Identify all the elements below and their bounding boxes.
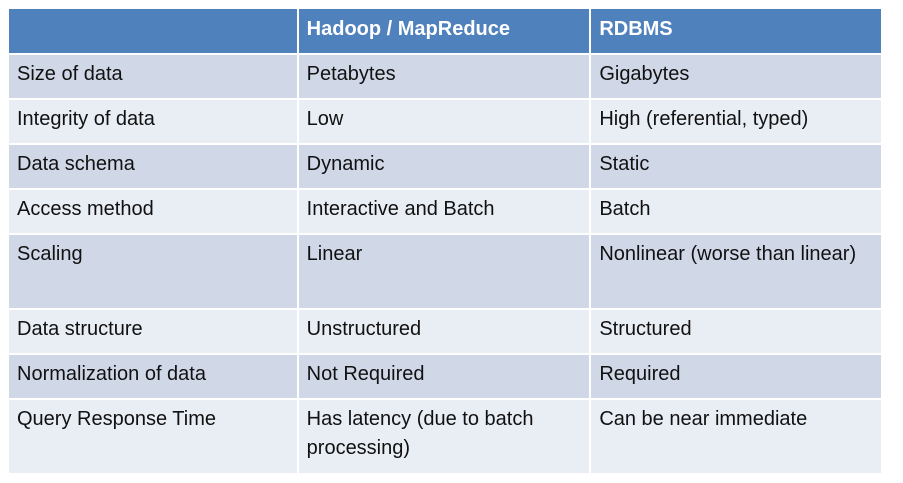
table-row: Access method Interactive and Batch Batc…: [9, 190, 881, 233]
table-row: Normalization of data Not Required Requi…: [9, 355, 881, 398]
hadoop-cell: Unstructured: [298, 310, 590, 353]
feature-cell: Scaling: [9, 235, 297, 308]
rdbms-cell: Can be near immediate: [591, 400, 881, 473]
feature-cell: Access method: [9, 190, 297, 233]
header-cell-feature: [9, 9, 297, 53]
feature-cell: Normalization of data: [9, 355, 297, 398]
hadoop-cell: Has latency (due to batch processing): [298, 400, 590, 473]
rdbms-cell: Batch: [591, 190, 881, 233]
table-row: Query Response Time Has latency (due to …: [9, 400, 881, 473]
rdbms-cell: High (referential, typed): [591, 100, 881, 143]
rdbms-cell: Required: [591, 355, 881, 398]
table-row: Data schema Dynamic Static: [9, 145, 881, 188]
rdbms-cell: Static: [591, 145, 881, 188]
hadoop-cell: Interactive and Batch: [298, 190, 590, 233]
rdbms-cell: Structured: [591, 310, 881, 353]
feature-cell: Data schema: [9, 145, 297, 188]
table-row: Data structure Unstructured Structured: [9, 310, 881, 353]
header-cell-rdbms: RDBMS: [591, 9, 881, 53]
feature-cell: Data structure: [9, 310, 297, 353]
hadoop-cell: Not Required: [298, 355, 590, 398]
rdbms-cell: Gigabytes: [591, 55, 881, 98]
table-header: Hadoop / MapReduce RDBMS: [9, 9, 881, 53]
table-row: Integrity of data Low High (referential,…: [9, 100, 881, 143]
hadoop-cell: Low: [298, 100, 590, 143]
table-body: Size of data Petabytes Gigabytes Integri…: [9, 55, 881, 473]
header-cell-hadoop: Hadoop / MapReduce: [298, 9, 590, 53]
comparison-table: Hadoop / MapReduce RDBMS Size of data Pe…: [7, 7, 883, 475]
table-row: Size of data Petabytes Gigabytes: [9, 55, 881, 98]
hadoop-cell: Linear: [298, 235, 590, 308]
header-row: Hadoop / MapReduce RDBMS: [9, 9, 881, 53]
hadoop-cell: Petabytes: [298, 55, 590, 98]
feature-cell: Query Response Time: [9, 400, 297, 473]
rdbms-cell: Nonlinear (worse than linear): [591, 235, 881, 308]
table-row: Scaling Linear Nonlinear (worse than lin…: [9, 235, 881, 308]
feature-cell: Size of data: [9, 55, 297, 98]
hadoop-cell: Dynamic: [298, 145, 590, 188]
feature-cell: Integrity of data: [9, 100, 297, 143]
